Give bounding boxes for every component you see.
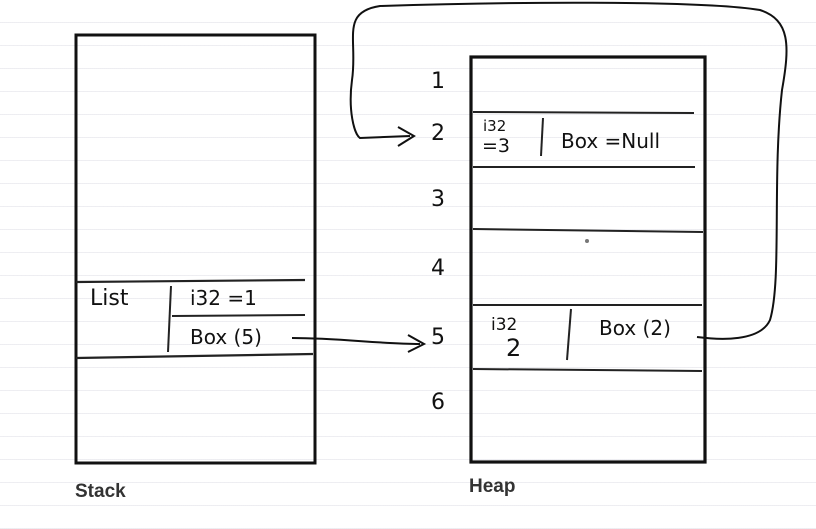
heap-line-slot4-top xyxy=(472,228,704,233)
heap-slot5-divider xyxy=(566,308,572,361)
heap-slot-number-3: 3 xyxy=(431,187,445,212)
heap-line-slot2-top xyxy=(472,111,695,114)
stack-caption: Stack xyxy=(75,481,126,502)
pointer-arrow-slot5-to-slot2 xyxy=(349,1,788,340)
heap-box xyxy=(469,55,707,464)
stack-frame-top-line xyxy=(75,278,306,284)
heap-line-slot5-bottom xyxy=(472,368,703,372)
heap-slot-number-5: 5 xyxy=(431,325,445,350)
heap-slot5-value-label: i32 xyxy=(491,315,517,335)
heap-slot-number-4: 4 xyxy=(431,256,445,281)
stray-dot xyxy=(585,239,589,243)
heap-slot2-pointer: Box =Null xyxy=(561,129,660,153)
stack-field-pointer: Box (5) xyxy=(190,325,262,349)
heap-slot5-pointer: Box (2) xyxy=(599,316,671,340)
pointer-arrowhead-slot2 xyxy=(397,126,416,147)
stack-frame-mid-line xyxy=(171,314,306,317)
pointer-arrow-stack-to-slot5 xyxy=(291,337,421,345)
heap-slot5-value: 2 xyxy=(506,334,521,362)
heap-slot-number-1: 1 xyxy=(431,69,445,94)
stack-cell-label: List xyxy=(90,286,129,311)
heap-slot2-value-label: i32 xyxy=(483,117,506,135)
heap-slot-number-6: 6 xyxy=(431,390,445,415)
heap-slot-number-2: 2 xyxy=(431,121,445,146)
stack-field-value: i32 =1 xyxy=(190,286,257,310)
heap-slot2-divider xyxy=(540,117,544,157)
heap-caption: Heap xyxy=(469,476,516,497)
heap-slot2-value: =3 xyxy=(482,135,510,157)
stack-box xyxy=(74,33,317,465)
pointer-arrowhead-slot5 xyxy=(407,334,427,353)
stack-frame-bottom-line xyxy=(75,352,314,360)
stack-frame-divider xyxy=(167,285,172,353)
